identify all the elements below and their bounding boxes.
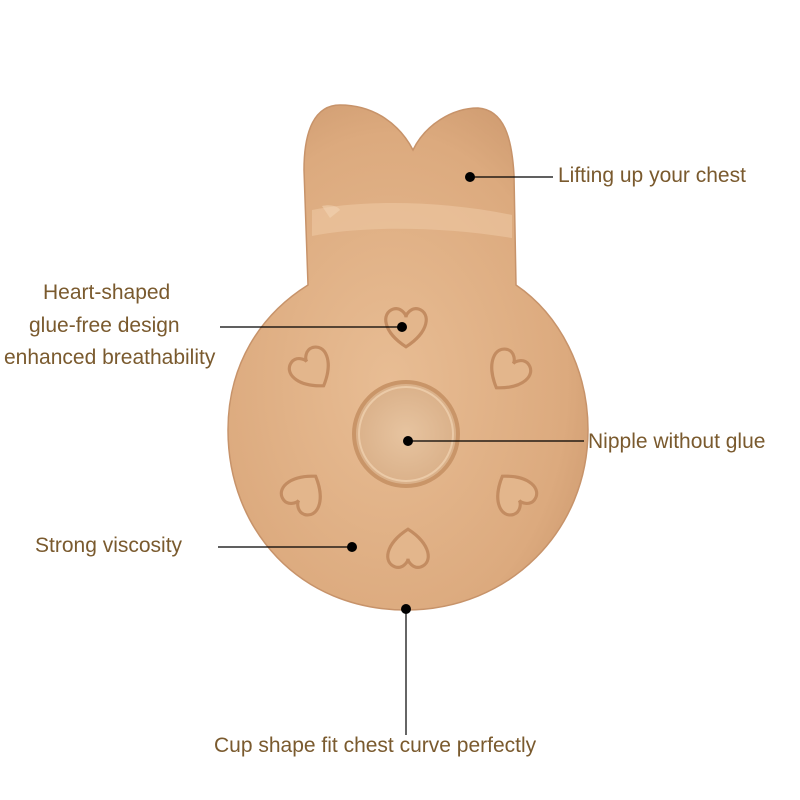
label-heart-line1: Heart-shaped bbox=[43, 281, 171, 304]
leader-dot-nipple bbox=[403, 436, 413, 446]
pad-highlight bbox=[322, 205, 340, 218]
heart-icon bbox=[496, 474, 539, 517]
nipple-center-ring bbox=[358, 386, 454, 482]
leader-dot-viscosity bbox=[347, 542, 357, 552]
label-nipple: Nipple without glue bbox=[588, 430, 766, 453]
nipple-center bbox=[352, 380, 460, 488]
leader-dot-lift bbox=[465, 172, 475, 182]
heart-icon bbox=[386, 527, 430, 569]
leader-dot-cup bbox=[401, 604, 411, 614]
label-cup: Cup shape fit chest curve perfectly bbox=[214, 734, 537, 757]
heart-icon bbox=[287, 345, 330, 388]
heart-icon bbox=[490, 347, 533, 390]
label-lift: Lifting up your chest bbox=[558, 164, 746, 187]
label-viscosity: Strong viscosity bbox=[35, 534, 183, 557]
leader-dot-heart bbox=[397, 322, 407, 332]
heart-icon bbox=[279, 474, 322, 517]
label-heart-line2: glue-free design bbox=[29, 314, 180, 337]
label-heart-line3: enhanced breathability bbox=[4, 346, 216, 369]
pad-highlight bbox=[312, 203, 512, 238]
